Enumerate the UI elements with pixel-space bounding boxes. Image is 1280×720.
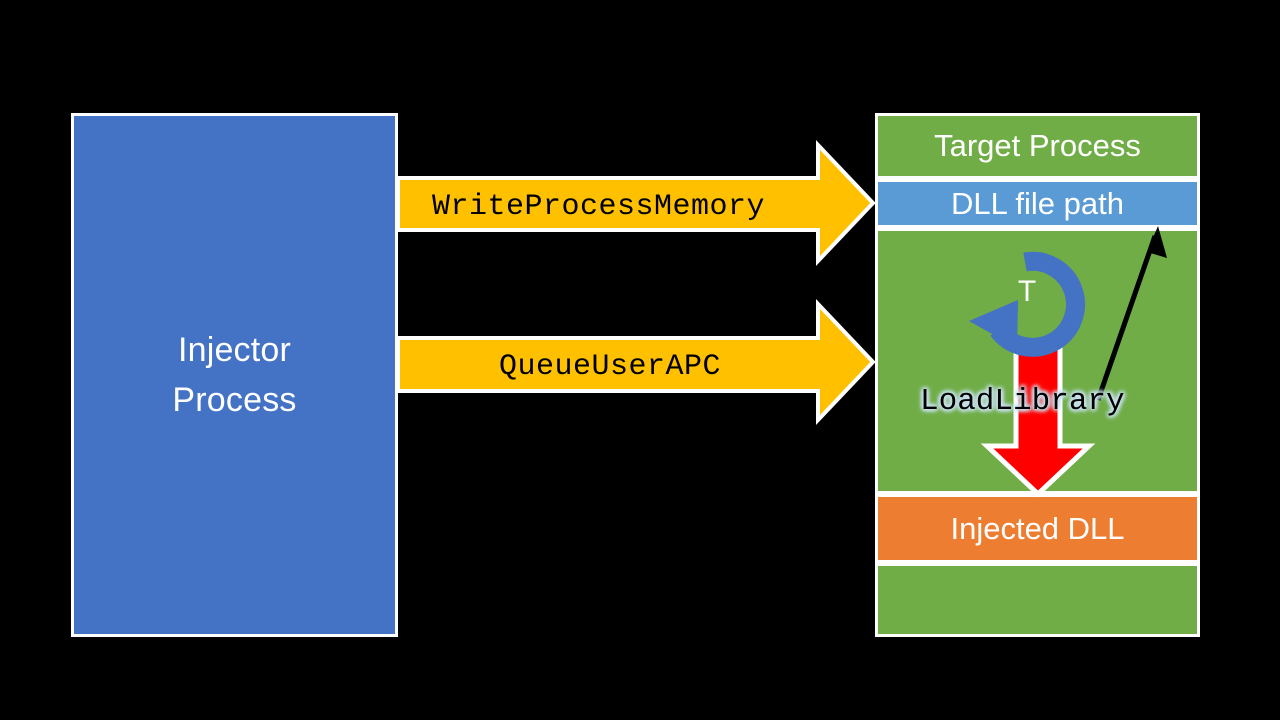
queue-user-apc-arrow — [396, 298, 876, 426]
dll-file-path-band: DLL file path — [875, 179, 1200, 228]
dll-path-pointer-arrow — [1095, 226, 1167, 401]
thread-circular-arrow — [969, 251, 1085, 357]
injector-process-label-line1: Injector — [177, 331, 292, 369]
load-library-label: LoadLibrary — [920, 384, 1125, 419]
write-process-memory-label: WriteProcessMemory — [432, 190, 766, 224]
injector-process-box: Injector Process — [71, 113, 398, 637]
injector-process-label-line2: Process — [172, 381, 297, 419]
thread-label: T — [1017, 275, 1037, 308]
write-process-memory-arrow — [396, 139, 876, 267]
injected-dll-band: Injected DLL — [875, 494, 1200, 563]
target-process-header: Target Process — [875, 113, 1200, 179]
queue-user-apc-label: QueueUserAPC — [499, 350, 722, 384]
load-library-red-arrow — [980, 343, 1096, 498]
target-process-footer — [875, 563, 1200, 637]
